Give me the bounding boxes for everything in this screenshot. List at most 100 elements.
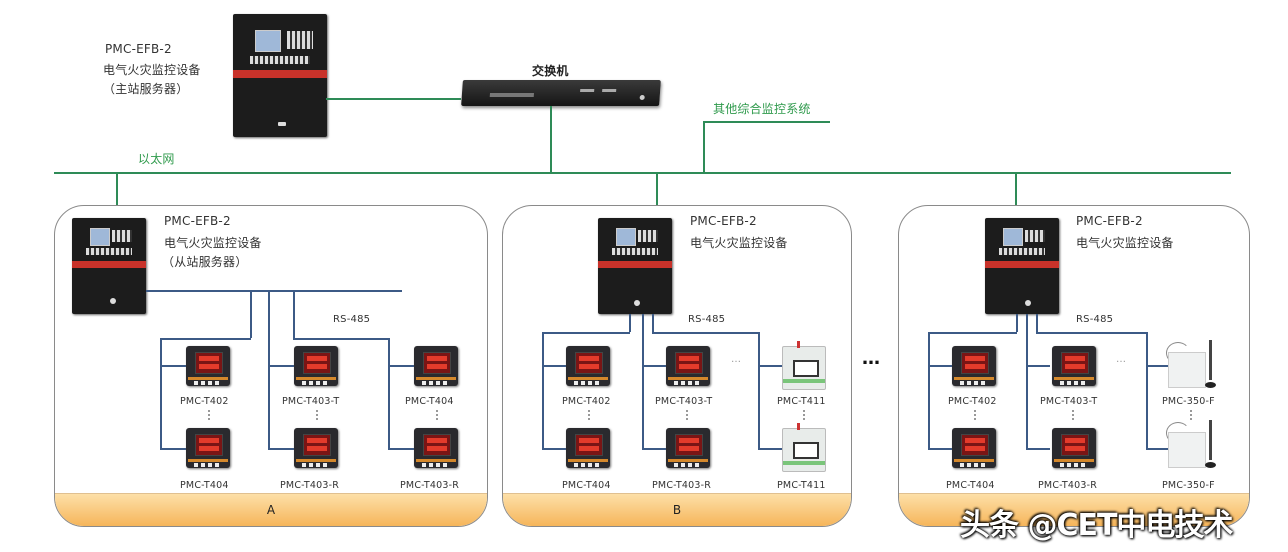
group-b-col3-tap-top bbox=[758, 365, 782, 367]
group-b-col3-tap-bottom bbox=[758, 448, 782, 450]
group-c-bus-label: RS-485 bbox=[1076, 314, 1114, 325]
meter-icon bbox=[414, 428, 458, 468]
group-a-col2-rail bbox=[268, 290, 270, 448]
group-b-footer: B bbox=[503, 493, 851, 526]
group-b-col3-rail bbox=[758, 332, 760, 448]
group-c-col2-tap-top bbox=[1026, 365, 1050, 367]
device-label: PMC-350-F bbox=[1162, 480, 1215, 491]
device-label: PMC-T402 bbox=[562, 396, 611, 407]
group-a-col3-tap-bottom bbox=[388, 448, 414, 450]
din-rail-module-icon bbox=[782, 423, 826, 472]
continuation-dots bbox=[316, 410, 318, 420]
group-a-bus-main bbox=[146, 290, 402, 292]
group-a-bus-seg bbox=[160, 338, 251, 340]
master-name-label: 电气火灾监控设备 bbox=[103, 63, 201, 77]
continuation-dots bbox=[974, 410, 976, 420]
group-a-col1-tap-bottom bbox=[160, 448, 186, 450]
group-c-col1-tap-top bbox=[928, 365, 952, 367]
group-c-col3-tap-top bbox=[1146, 365, 1170, 367]
meter-icon bbox=[186, 428, 230, 468]
group-b-bus-label: RS-485 bbox=[688, 314, 726, 325]
device-label: PMC-T404 bbox=[946, 480, 995, 491]
group-a-bus-drop-1 bbox=[250, 290, 252, 338]
switch-label: 交换机 bbox=[532, 64, 569, 78]
device-label: PMC-T403-R bbox=[400, 480, 460, 491]
group-b-controller-name: 电气火灾监控设备 bbox=[690, 236, 788, 250]
wireless-module-icon bbox=[1164, 340, 1216, 388]
device-label: PMC-T403-R bbox=[280, 480, 340, 491]
continuation-dots bbox=[1190, 410, 1192, 420]
group-a-col2-tap-top bbox=[268, 365, 294, 367]
group-c-bus-drop-3 bbox=[1036, 314, 1038, 332]
group-c-footer bbox=[899, 493, 1249, 526]
meter-icon bbox=[186, 346, 230, 386]
device-label: PMC-T403-T bbox=[655, 396, 713, 407]
master-server-cabinet bbox=[233, 14, 327, 137]
group-b-col1-tap-bottom bbox=[542, 448, 566, 450]
meter-icon bbox=[294, 346, 338, 386]
din-rail-module-icon bbox=[782, 341, 826, 390]
group-b-col1-tap-top bbox=[542, 365, 566, 367]
group-a-col2-tap-bottom bbox=[268, 448, 294, 450]
ethernet-label: 以太网 bbox=[138, 152, 175, 166]
group-a-footer: A bbox=[55, 493, 487, 526]
group-c-ellipsis: … bbox=[1116, 354, 1127, 365]
continuation-dots bbox=[208, 410, 210, 420]
group-b-bus-seg-1 bbox=[542, 332, 630, 334]
device-label: PMC-T404 bbox=[180, 480, 229, 491]
meter-icon bbox=[294, 428, 338, 468]
device-label: PMC-T411 bbox=[777, 396, 826, 407]
watermark: 头条 @CET中电技术 bbox=[960, 508, 1233, 543]
device-label: PMC-T403-T bbox=[282, 396, 340, 407]
device-label: PMC-T403-T bbox=[1040, 396, 1098, 407]
meter-icon bbox=[566, 346, 610, 386]
group-c-col2-tap-bottom bbox=[1026, 448, 1050, 450]
meter-icon bbox=[952, 428, 996, 468]
other-system-link-v bbox=[703, 121, 705, 172]
meter-icon bbox=[1052, 346, 1096, 386]
master-role-label: （主站服务器） bbox=[103, 82, 189, 96]
ethernet-drop-b bbox=[656, 172, 658, 220]
group-a-controller bbox=[72, 218, 146, 314]
device-label: PMC-T402 bbox=[180, 396, 229, 407]
master-model-label: PMC-EFB-2 bbox=[105, 42, 172, 56]
group-b-col2-tap-top bbox=[642, 365, 666, 367]
device-label: PMC-T404 bbox=[562, 480, 611, 491]
group-a-col3-tap-top bbox=[388, 365, 414, 367]
group-a-controller-name: 电气火灾监控设备 bbox=[164, 236, 262, 250]
meter-icon bbox=[1052, 428, 1096, 468]
master-to-switch-link bbox=[326, 98, 461, 100]
group-c-col1-tap-bottom bbox=[928, 448, 952, 450]
group-a-col1-tap-top bbox=[160, 365, 186, 367]
group-c-bus-drop-1 bbox=[1016, 314, 1018, 332]
group-a-controller-model: PMC-EFB-2 bbox=[164, 214, 231, 228]
continuation-dots bbox=[588, 410, 590, 420]
continuation-dots bbox=[436, 410, 438, 420]
group-b-bus-seg-3 bbox=[652, 332, 758, 334]
group-b-bus-drop-1 bbox=[629, 314, 631, 332]
group-b-controller bbox=[598, 218, 672, 314]
group-c-col2-rail bbox=[1026, 314, 1028, 448]
other-system-link-h bbox=[703, 121, 830, 123]
wireless-module-icon bbox=[1164, 420, 1216, 468]
group-c-bus-seg-3 bbox=[1036, 332, 1146, 334]
group-c-col3-tap-bottom bbox=[1146, 448, 1170, 450]
switch-uplink bbox=[550, 106, 552, 172]
group-b-col2-rail bbox=[642, 314, 644, 448]
device-label: PMC-T404 bbox=[405, 396, 454, 407]
continuation-dots bbox=[686, 410, 688, 420]
group-c-controller bbox=[985, 218, 1059, 314]
group-a-controller-role: （从站服务器） bbox=[162, 255, 248, 269]
continuation-dots bbox=[1072, 410, 1074, 420]
device-label: PMC-T403-R bbox=[1038, 480, 1098, 491]
ethernet-drop-c bbox=[1015, 172, 1017, 218]
group-c-controller-name: 电气火灾监控设备 bbox=[1076, 236, 1174, 250]
group-a-bus-drop-3 bbox=[293, 290, 295, 338]
group-a-bus-label: RS-485 bbox=[333, 314, 371, 325]
group-a-bus-seg-3 bbox=[293, 338, 388, 340]
meter-icon bbox=[666, 346, 710, 386]
ethernet-drop-a bbox=[116, 172, 118, 218]
group-c-col1-rail bbox=[928, 332, 930, 448]
other-system-label: 其他综合监控系统 bbox=[713, 102, 811, 116]
group-c-col3-rail bbox=[1146, 332, 1148, 448]
